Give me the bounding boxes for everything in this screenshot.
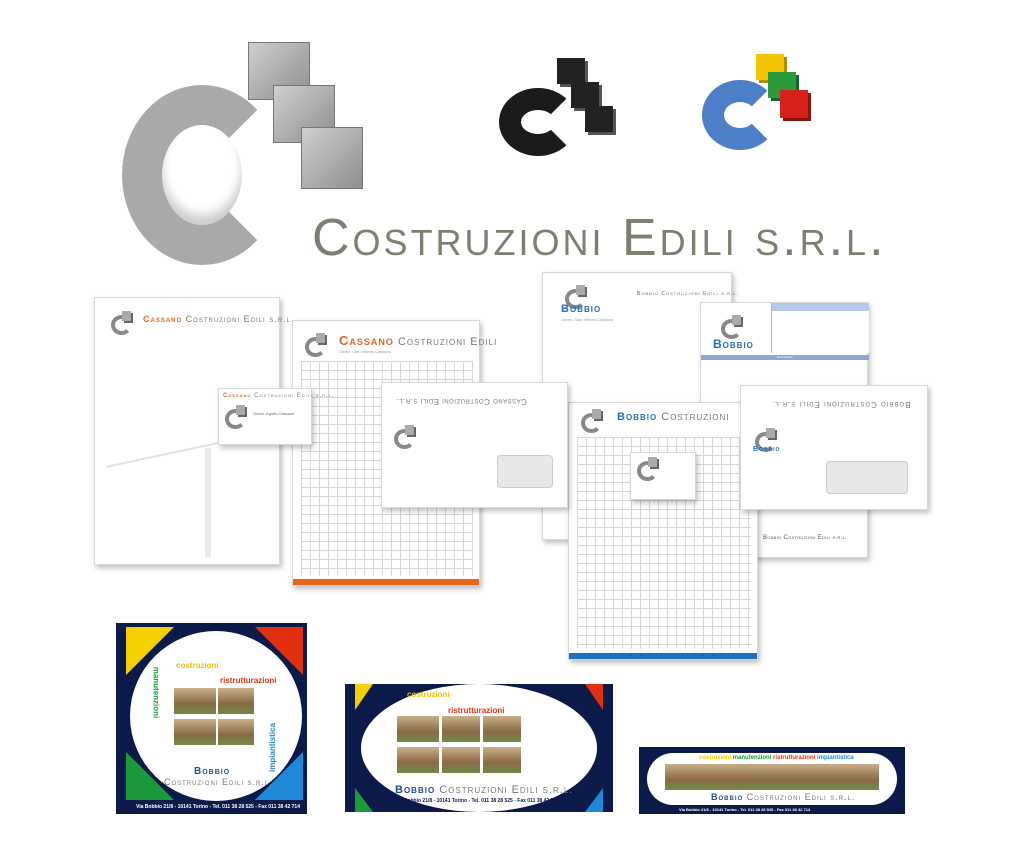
word-costruzioni: costruzioni: [407, 690, 450, 699]
card-name: Cassano: [223, 393, 252, 399]
photo: [483, 716, 521, 742]
card-rest: Costruzioni Edili s.r.l.: [254, 393, 335, 399]
bobbio-business-card: [630, 452, 696, 500]
envelope-name: Bobbio: [753, 446, 781, 453]
strip-name: Bobbio: [711, 792, 744, 802]
black-logo: [497, 50, 622, 160]
form-footer-name: Bobbio Costruzioni Edili s.r.l.: [763, 535, 848, 541]
word-manutenzioni: manutenzioni: [151, 666, 161, 719]
main-logo: [118, 30, 378, 270]
cassano-business-card: Cassano Costruzioni Edili s.r.l. Geom. A…: [218, 388, 334, 445]
word-manutenzioni: manutenzioni: [732, 755, 772, 761]
photo: [483, 747, 521, 773]
bobbio-header: Bobbio Costruzioni Edili s.r.l.: [637, 291, 740, 297]
cassano-envelope: Cassano Costruzioni Edili s.r.l.: [381, 382, 568, 508]
orange-footer-bar: [293, 579, 479, 585]
photo: [174, 719, 216, 745]
photo: [397, 716, 439, 742]
photo-strip: [665, 764, 879, 790]
poster-rest: Costruzioni Edili s.r.l.: [164, 777, 273, 787]
blue-footer-bar: [569, 653, 757, 659]
poster-name: Bobbio: [194, 766, 231, 777]
word-ristrutturazioni: ristrutturazioni: [448, 706, 505, 715]
company-title: Costruzioni Edili s.r.l.: [312, 209, 887, 267]
word-impiantistica: impiantistica: [817, 755, 854, 761]
cassano-grid-name: Cassano: [339, 333, 394, 348]
photo: [218, 719, 254, 745]
strip-address: Via Bobbio 21/8 - 10141 Torino - Tel. 01…: [679, 807, 811, 812]
photo: [442, 716, 480, 742]
strip-rest: Costruzioni Edili s.r.l.: [746, 792, 856, 802]
photo: [442, 747, 480, 773]
bobbio-grid-name: Bobbio: [617, 411, 658, 423]
cassano-name: Cassano: [143, 314, 183, 324]
logo-c-shape: [122, 85, 282, 265]
cassano-rest: Costruzioni Edili s.r.l.: [185, 314, 295, 324]
form-band: Descrizione: [701, 355, 869, 360]
wide-poster: costruzioni ristrutturazioni Bobbio Cost…: [345, 684, 613, 812]
word-impiantistica: impiantistica: [267, 723, 277, 772]
bobbio-grid-sheet: Bobbio Costruzioni: [568, 402, 758, 660]
photo: [218, 688, 254, 714]
cassano-grid-rest: Costruzioni Edili: [397, 336, 498, 348]
word-costruzioni: costruzioni: [699, 755, 732, 761]
poster-name: Bobbio: [395, 784, 436, 796]
color-logo: [700, 52, 815, 157]
logo-cube-bottom: [301, 127, 363, 189]
bobbio-grid-rest: Costruzioni: [661, 411, 730, 423]
poster-rest: Costruzioni Edili s.r.l.: [439, 784, 574, 796]
word-ristrutturazioni: ristrutturazioni: [773, 755, 816, 761]
card-person: Geom. Agnès Cassano: [253, 411, 295, 416]
word-ristrutturazioni: ristrutturazioni: [220, 676, 277, 685]
bobbio-name: Bobbio: [561, 303, 602, 315]
form-header-box: [771, 303, 869, 353]
form-name: Bobbio: [713, 337, 754, 351]
photo: [397, 747, 439, 773]
bobbio-sub: Geom. Gian Vittorio Cassano: [561, 317, 613, 322]
crane-tower: [205, 448, 211, 558]
word-costruzioni: costruzioni: [176, 661, 219, 670]
bobbio-envelope: Bobbio Costruzioni Edili s.r.l. Bobbio: [740, 385, 928, 510]
envelope-return-text: Cassano Costruzioni Edili s.r.l.: [396, 397, 527, 406]
poster-address: Via Bobbio 21/8 - 10141 Torino - Tel. 01…: [395, 798, 559, 804]
photo: [174, 688, 216, 714]
envelope-window: [497, 455, 553, 488]
cassano-grid-sub: Geom. Gian Vittorio Cassano: [339, 349, 391, 354]
poster-address: Via Bobbio 21/8 - 10141 Torino - Tel. 01…: [136, 804, 300, 810]
strip-banner: costruzioni manutenzioni ristrutturazion…: [639, 747, 905, 814]
square-poster: costruzioni ristrutturazioni manutenzion…: [116, 623, 307, 814]
envelope-window: [826, 461, 908, 494]
envelope-return-text: Bobbio Costruzioni Edili s.r.l.: [771, 400, 911, 409]
